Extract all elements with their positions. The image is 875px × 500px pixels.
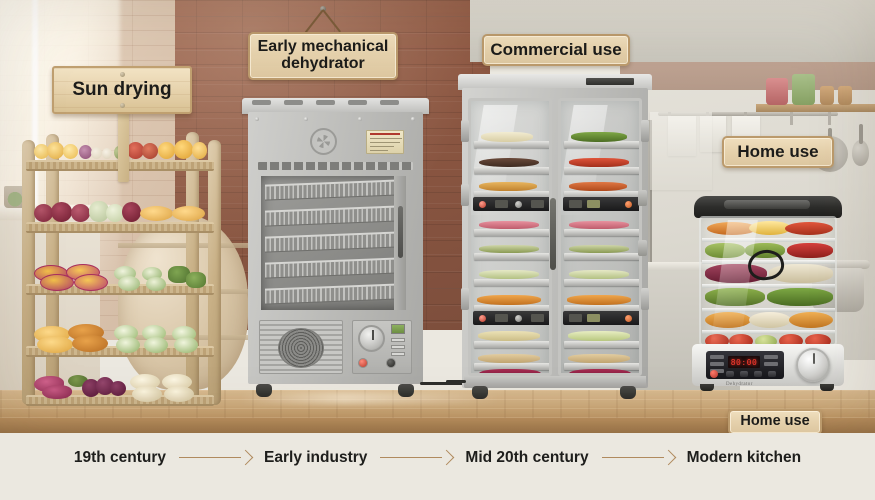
power-button[interactable]	[358, 358, 368, 368]
sign-sun-drying-label: Sun drying	[72, 78, 172, 100]
power-cord	[420, 382, 468, 385]
status-indicator	[391, 324, 405, 334]
timeline-step-mid-20th-century: Mid 20th century	[465, 448, 589, 466]
caster	[256, 384, 272, 397]
control-panel-upper-left[interactable]	[473, 197, 549, 211]
time-button[interactable]	[726, 371, 734, 377]
caster	[620, 386, 636, 399]
control-panel-lower-right[interactable]	[563, 311, 639, 325]
tray[interactable]	[265, 283, 401, 305]
start-button[interactable]	[768, 371, 776, 377]
warning-label	[366, 130, 404, 154]
dehydrator-top-panel	[242, 98, 429, 114]
sign-sun-drying[interactable]: Sun drying	[52, 66, 192, 114]
potted-plant	[4, 186, 26, 208]
timeline-step-early-industry: Early industry	[264, 448, 368, 466]
kitchen-countertop	[620, 262, 740, 271]
counter-light-reflection	[240, 392, 500, 404]
temperature-dial[interactable]	[358, 325, 385, 352]
sign-home-use-bottom[interactable]: Home use	[728, 409, 822, 433]
sign-post	[118, 82, 129, 182]
display-value: 80:00	[730, 357, 758, 367]
timeline-arrow-icon	[380, 449, 455, 466]
power-cord	[446, 380, 466, 383]
sign-home-use-bottom-label: Home use	[740, 413, 810, 430]
digital-display: 80:00	[728, 356, 760, 368]
utensil-rail	[658, 112, 838, 116]
caster	[398, 384, 414, 397]
brand-badge	[586, 78, 634, 85]
hanging-cloth	[650, 112, 712, 190]
counter-front-edge	[0, 418, 875, 433]
vent-slots	[258, 162, 413, 170]
jar-green	[792, 74, 815, 105]
mode-button[interactable]	[754, 371, 762, 377]
illustration-scene: 80:00 Dehydrator Sun drying Early mechan…	[0, 0, 875, 433]
cabinet-door-handle[interactable]	[550, 198, 556, 270]
sign-commercial-use[interactable]: Commercial use	[482, 34, 630, 66]
cabinet-door-right[interactable]	[558, 98, 642, 376]
door-handle[interactable]	[398, 206, 403, 258]
sign-home-use-top[interactable]: Home use	[722, 136, 834, 168]
caster	[472, 386, 488, 399]
sign-commercial-label: Commercial use	[490, 39, 622, 59]
sign-early-line-2: dehydrator	[281, 55, 365, 72]
sign-early-mechanical-dehydrator[interactable]: Early mechanical dehydrator	[248, 32, 398, 80]
cabinet-base	[464, 376, 646, 388]
drying-chamber	[261, 176, 406, 310]
cabinet-top	[458, 74, 652, 90]
ladle	[852, 140, 869, 166]
commercial-dehydrator	[458, 74, 652, 404]
timeline-bar: 19th century Early industry Mid 20th cen…	[0, 433, 875, 500]
jar-red	[766, 78, 788, 105]
home-dehydrator: 80:00 Dehydrator	[692, 196, 844, 396]
tray[interactable]	[265, 257, 401, 279]
start-button[interactable]	[386, 358, 396, 368]
wall-shelf	[756, 104, 875, 112]
sign-early-line-1: Early mechanical	[257, 38, 389, 56]
tray[interactable]	[265, 231, 401, 253]
sign-home-use-top-label: Home use	[737, 141, 819, 161]
tray[interactable]	[265, 205, 401, 227]
sign-nail	[320, 6, 326, 12]
stacking-trays	[699, 216, 837, 346]
cooling-fan-icon	[310, 128, 337, 155]
control-panel-upper-right[interactable]	[563, 197, 639, 211]
early-mechanical-dehydrator	[242, 98, 429, 398]
tray[interactable]	[265, 179, 401, 201]
stockpot-lid	[806, 260, 870, 269]
brand-name: Dehydrator	[726, 382, 753, 387]
wicker-basket	[118, 215, 248, 390]
timeline-arrow-icon	[601, 449, 676, 466]
timeline-step-modern-kitchen: Modern kitchen	[686, 448, 802, 466]
power-button[interactable]	[710, 370, 718, 378]
temp-button[interactable]	[740, 371, 748, 377]
jar-small-2	[838, 86, 852, 105]
timeline-step-19th-century: 19th century	[73, 448, 167, 466]
window-mullion	[32, 0, 38, 220]
blower-fan-icon	[278, 328, 324, 368]
control-panel-lower-left[interactable]	[473, 311, 549, 325]
jar-small-1	[820, 86, 834, 105]
control-knob[interactable]	[796, 348, 830, 382]
timeline-arrow-icon	[179, 449, 254, 466]
cabinet-door-left[interactable]	[468, 98, 552, 376]
dehydrator-lid[interactable]	[694, 196, 842, 218]
kitchen-brick-band	[620, 60, 875, 90]
